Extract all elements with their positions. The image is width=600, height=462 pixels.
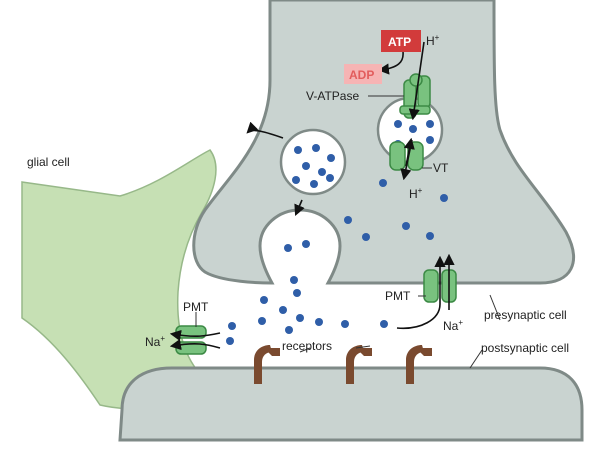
flow-arrows [169,41,455,351]
na-right-label: Na+ [443,318,463,333]
postsynaptic-cell-shape [118,366,584,442]
glial-cell-shape [21,149,217,410]
receptor-2 [346,345,372,384]
v-atpase-label: V-ATPase [306,89,359,103]
leader-lines [195,95,501,369]
postsynaptic-cell-label: postsynaptic cell [481,341,569,355]
neurotransmitter-dots [226,120,448,345]
atp-box [381,30,421,52]
receptors-group [254,345,432,384]
pmt-left-label: PMT [183,300,209,314]
glial-cell-label: glial cell [27,155,70,169]
receptors-label: receptors [282,339,332,353]
vt-label: VT [433,161,449,175]
h-plus-mid-label: H+ [409,186,423,201]
receptor-3 [406,345,432,384]
atp-label: ATP [388,35,411,49]
na-left-label: Na+ [145,334,165,349]
presynaptic-cell-label: presynaptic cell [484,308,567,322]
receptor-1 [254,345,280,384]
adp-box [344,64,382,84]
vt-transporter [389,141,424,171]
adp-label: ADP [349,68,374,82]
pmt-right-label: PMT [385,289,411,303]
h-plus-top-label: H+ [426,33,440,48]
